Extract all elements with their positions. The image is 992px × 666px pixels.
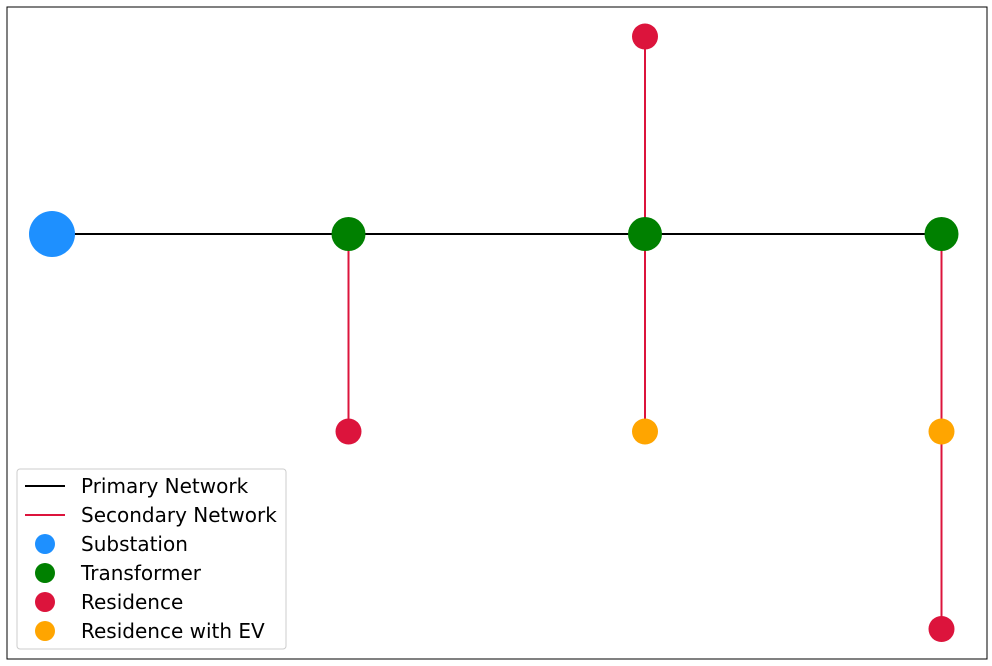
- legend-label: Residence with EV: [81, 619, 265, 643]
- transformer-node-T2: [628, 217, 662, 251]
- legend-item-substation: Substation: [35, 532, 188, 556]
- legend-label: Substation: [81, 532, 188, 556]
- legend-item-primary-network: Primary Network: [25, 474, 249, 498]
- legend-dot-swatch: [35, 534, 55, 554]
- legend-label: Residence: [81, 590, 183, 614]
- substation-node-S: [29, 211, 75, 257]
- residence-node-R3: [632, 23, 658, 50]
- transformer-node-T3: [924, 217, 959, 251]
- legend-label: Primary Network: [81, 474, 249, 498]
- legend-dot-swatch: [35, 592, 55, 612]
- legend-item-transformer: Transformer: [35, 561, 202, 585]
- legend-item-secondary-network: Secondary Network: [25, 503, 277, 527]
- legend-dot-swatch: [35, 563, 55, 583]
- transformer-node-T1: [331, 217, 366, 251]
- residence-ev-node-R2: [632, 418, 658, 445]
- legend-item-residence: Residence: [35, 590, 183, 614]
- residence-node-R5: [928, 616, 955, 642]
- residence-ev-node-R4: [928, 418, 955, 445]
- legend-item-residence-with-ev: Residence with EV: [35, 619, 265, 643]
- legend-dot-swatch: [35, 621, 55, 641]
- legend-label: Secondary Network: [81, 503, 277, 527]
- legend-box: [16, 468, 287, 650]
- legend-label: Transformer: [80, 561, 202, 585]
- residence-node-R1: [335, 418, 362, 445]
- nodes-layer: [29, 23, 959, 642]
